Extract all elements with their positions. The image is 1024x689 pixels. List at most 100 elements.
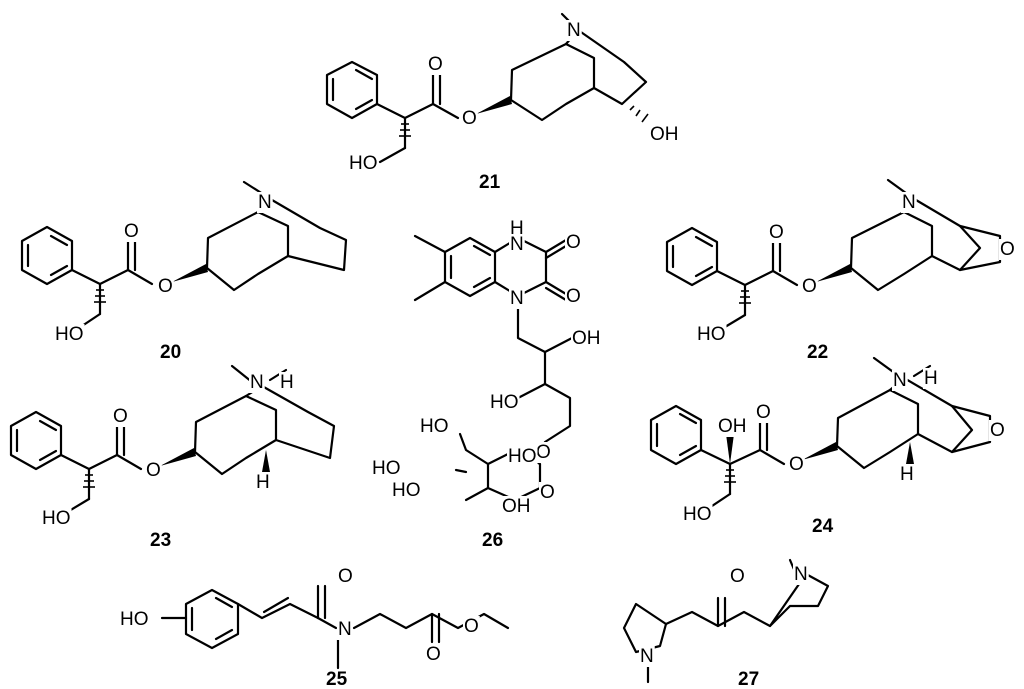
bridgehead-h-bottom: H (256, 472, 270, 493)
compound-24: N H H OH O O O HO 24 (649, 356, 1006, 537)
carbonyl-oxygen-1: O (566, 232, 581, 253)
ester-oxygen: O (146, 460, 161, 481)
label-halo (337, 619, 353, 640)
label-halo (54, 324, 85, 345)
label-halo (923, 368, 939, 389)
label-halo (371, 458, 402, 479)
glycoside-oxygen: O (536, 442, 551, 463)
compound-label-24: 24 (812, 516, 834, 537)
label-halo (463, 616, 480, 637)
n-atom: N (893, 370, 907, 391)
amide-oxygen: O (338, 566, 353, 587)
compound-label-20: 20 (160, 342, 181, 363)
label-halo (999, 239, 1016, 260)
ring-oxygen: O (540, 482, 555, 503)
hydroxyl-ho: HO (42, 508, 71, 529)
bridgehead-h-top: H (924, 368, 938, 389)
label-halo (535, 442, 552, 463)
hydroxyl-oh: OH (650, 124, 679, 145)
carbonyl-oxygen: O (756, 402, 771, 423)
hydroxyl-oh: OH (572, 328, 601, 349)
sugar-ho-top: HO (420, 416, 449, 437)
bridgehead-h-bottom: H (900, 464, 914, 485)
label-halo (119, 609, 150, 630)
compound-23: N H H O O HO 23 (9, 364, 336, 551)
compound-label-25: 25 (326, 669, 348, 689)
label-halo (279, 372, 295, 393)
label-halo (419, 416, 450, 437)
label-halo (892, 370, 908, 391)
label-halo (501, 496, 532, 517)
compound-26: H N N O O OH HO O HO HO HO HO OH O 26 (371, 218, 602, 551)
compound-27: O N N 27 (622, 558, 830, 689)
label-halo (489, 392, 520, 413)
compound-20: N O O HO 20 (20, 180, 348, 363)
label-halo (249, 372, 265, 393)
carbonyl-oxygen: O (428, 54, 443, 75)
carbonyl-oxygen: O (113, 406, 128, 427)
sugar-ho-3: HO (508, 446, 537, 467)
hydroxyl-ho: HO (697, 324, 726, 345)
label-halo (509, 288, 525, 309)
compound-label-21: 21 (479, 172, 501, 193)
epoxide-oxygen: O (990, 420, 1005, 441)
label-halo (793, 564, 809, 585)
label-halo (566, 20, 582, 41)
label-halo (348, 153, 379, 174)
n-atom-bottom: N (510, 288, 524, 309)
ester-oxygen: O (464, 616, 479, 637)
n-atom: N (258, 192, 272, 213)
label-halo (565, 286, 582, 307)
hydroxyl-oh: OH (718, 416, 747, 437)
compound-label-23: 23 (150, 530, 171, 551)
label-halo (768, 222, 785, 243)
carbonyl-oxygen: O (124, 221, 139, 242)
sugar-ho-1: HO (372, 458, 401, 479)
n-atom: N (338, 619, 352, 640)
label-halo (425, 644, 442, 665)
compound-25: HO O N O O 25 (119, 566, 510, 689)
hydroxyl-ho: HO (349, 153, 378, 174)
label-halo (507, 446, 538, 467)
ketone-oxygen: O (730, 566, 745, 587)
n-atom: N (902, 192, 916, 213)
bridgehead-h-top: H (280, 372, 294, 393)
n-atom-right: N (794, 564, 808, 585)
label-halo (509, 234, 525, 255)
compound-label-27: 27 (738, 669, 759, 689)
label-halo (717, 416, 748, 437)
label-halo (123, 221, 140, 242)
compound-label-26: 26 (482, 530, 503, 551)
compound-label-22: 22 (807, 342, 828, 363)
label-halo (682, 504, 713, 525)
hydroxyl-ho: HO (683, 504, 712, 525)
label-halo (801, 276, 818, 297)
sugar-oh-bottom: OH (502, 496, 531, 517)
label-halo (729, 566, 746, 587)
label-halo (539, 482, 556, 503)
hydroxyl-ho: HO (490, 392, 519, 413)
hydroxyl-ho: HO (55, 324, 84, 345)
label-halo (901, 192, 917, 213)
label-halo (755, 402, 772, 423)
label-halo (788, 454, 805, 475)
label-halo (989, 420, 1006, 441)
ester-oxygen: O (802, 276, 817, 297)
ester-carbonyl-oxygen: O (426, 644, 441, 665)
ester-oxygen: O (158, 276, 173, 297)
ester-oxygen: O (462, 108, 477, 129)
label-halo (639, 646, 655, 667)
label-halo (112, 406, 129, 427)
label-halo (391, 480, 422, 501)
label-halo (145, 460, 162, 481)
label-halo (157, 276, 174, 297)
n-atom-left: N (640, 646, 654, 667)
n-atom-top: N (510, 234, 524, 255)
label-halo (565, 232, 582, 253)
n-atom: N (567, 20, 581, 41)
n-atom: N (250, 372, 264, 393)
nh-atom: H (510, 218, 524, 239)
label-halo (696, 324, 727, 345)
carbonyl-oxygen: O (769, 222, 784, 243)
